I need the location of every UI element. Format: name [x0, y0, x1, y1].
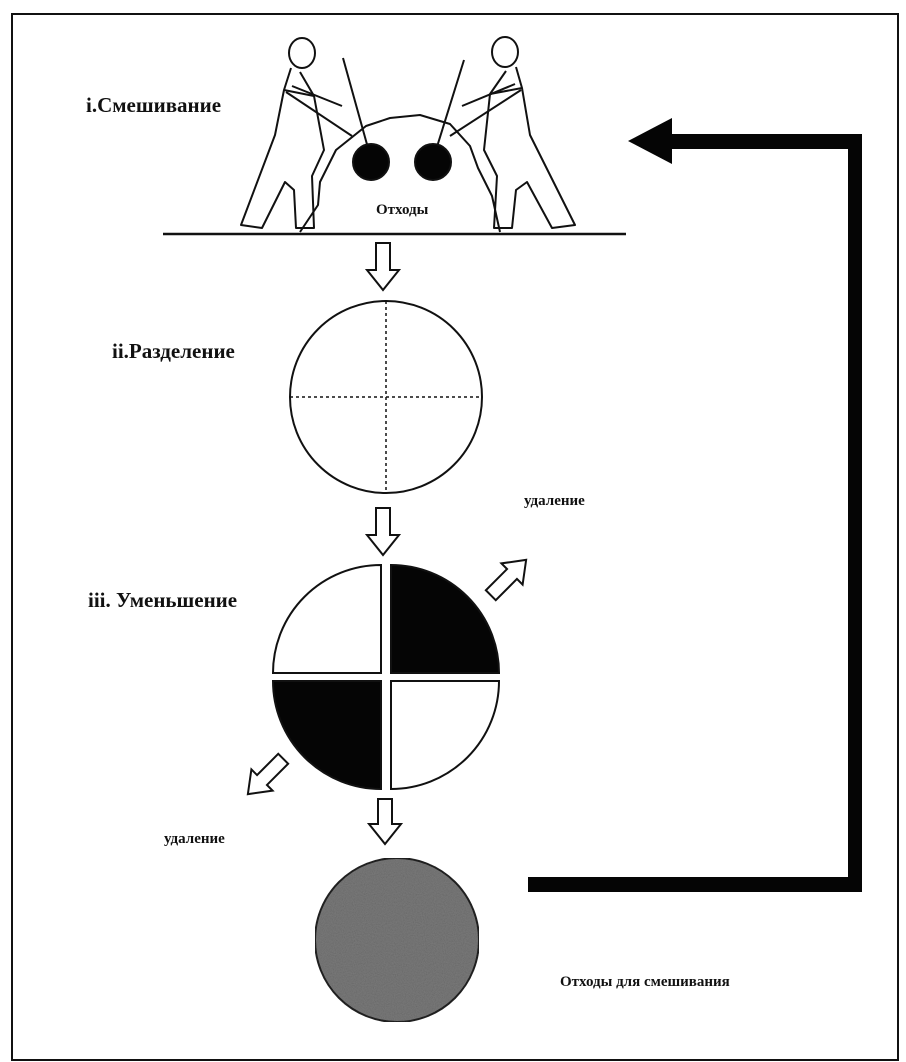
- step2-label: ii.Разделение: [112, 339, 235, 363]
- removal-right-label: удаление: [524, 493, 585, 509]
- right-shovel-head: [415, 144, 451, 180]
- removal-arrow-right-icon: [480, 549, 537, 606]
- down-arrow-icon: [369, 799, 401, 844]
- quarter-top-right: [391, 565, 499, 673]
- removal-arrow-left-icon: [237, 748, 294, 805]
- removal-left-label: удаление: [164, 831, 225, 847]
- step1-label: i.Смешивание: [86, 93, 221, 117]
- right-worker-icon: [450, 37, 575, 228]
- quartered-circle: [273, 565, 499, 789]
- quarter-bottom-right: [391, 681, 499, 789]
- left-shovel-head: [353, 144, 389, 180]
- return-label: Отходы для смешивания: [560, 974, 730, 990]
- down-arrow-icon: [367, 508, 399, 555]
- divided-circle: [290, 301, 482, 493]
- quarter-bottom-left: [273, 681, 381, 789]
- quarter-top-left: [273, 565, 381, 673]
- right-shovel-handle: [436, 60, 464, 150]
- left-worker-icon: [241, 38, 352, 228]
- down-arrow-icon: [367, 243, 399, 290]
- step3-label: iii. Уменьшение: [88, 588, 237, 612]
- final-sample-circle: [315, 858, 479, 1022]
- waste-label: Отходы: [376, 202, 429, 218]
